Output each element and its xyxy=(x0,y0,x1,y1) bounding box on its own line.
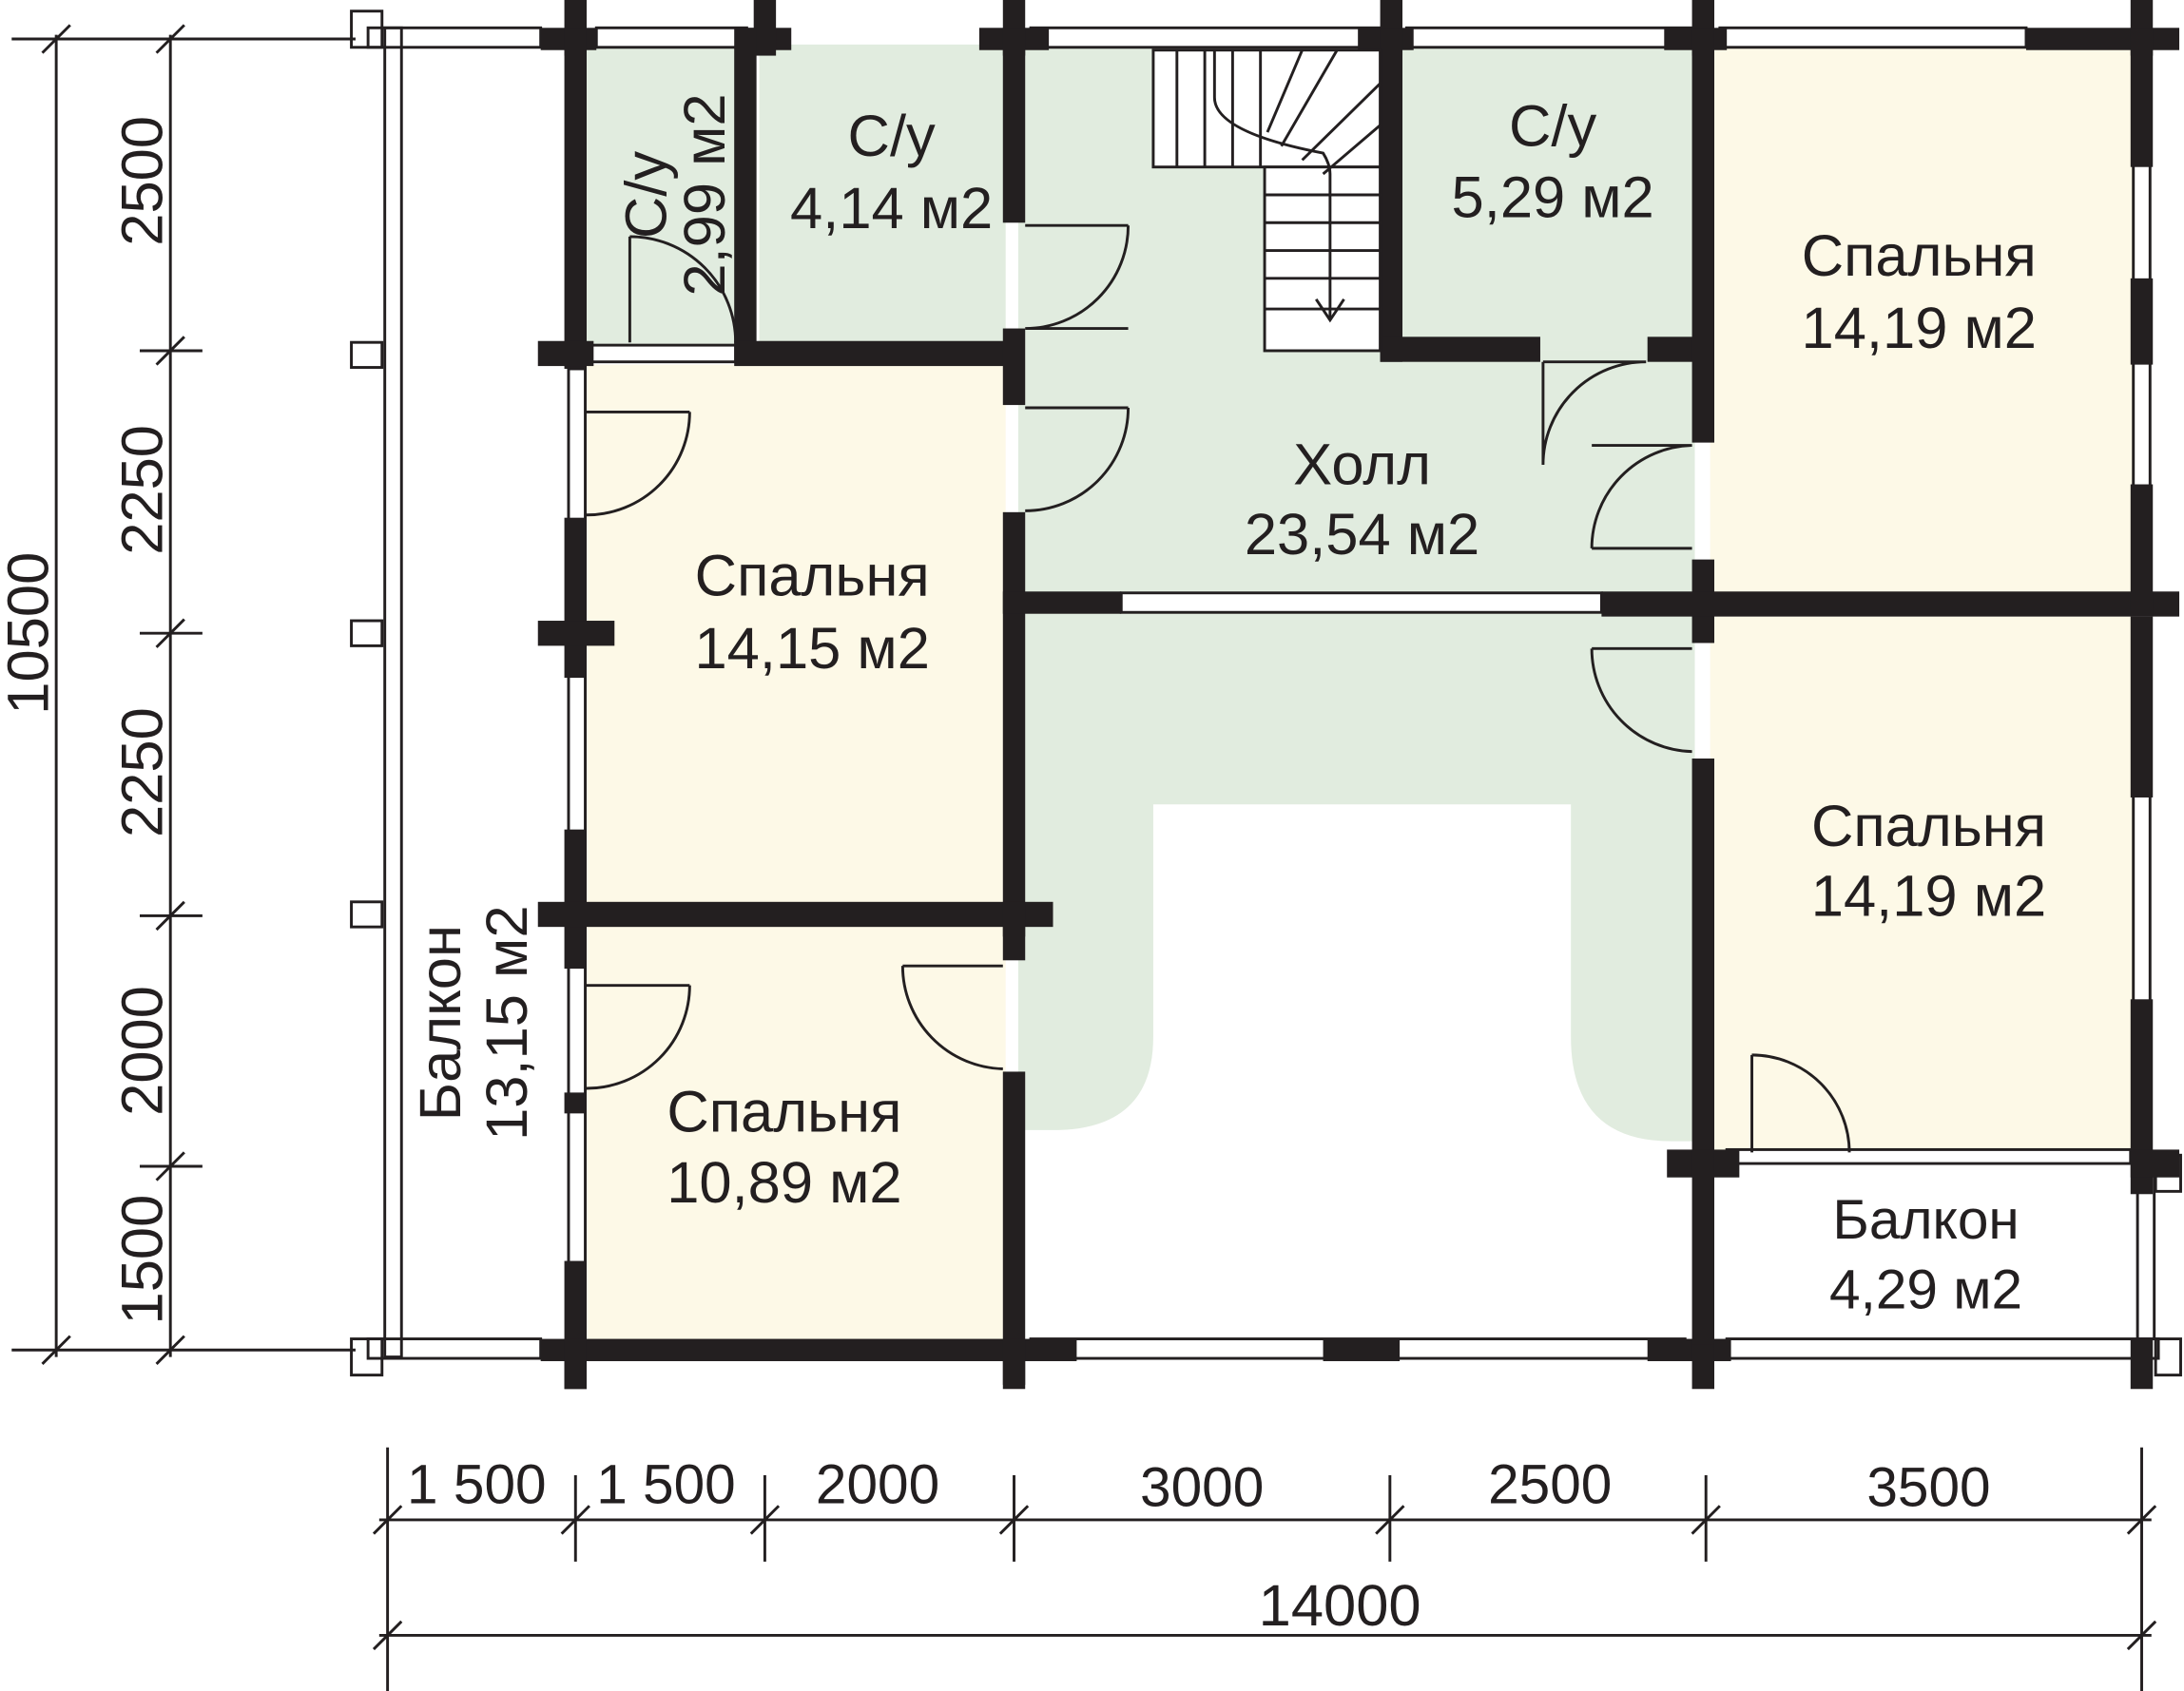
bed-right-fill xyxy=(1710,616,2136,1153)
door-bed-left xyxy=(586,410,691,517)
dim-v-3: 2250 xyxy=(109,707,175,837)
door-bed-top-right xyxy=(1590,444,1692,550)
bed-left-area: 14,15 м2 xyxy=(694,616,929,682)
dim-v-2: 2250 xyxy=(109,425,175,555)
hall-name: Холл xyxy=(1293,432,1431,498)
door-bed-bottom-left-hall xyxy=(900,964,1003,1070)
door-wc-mid xyxy=(1025,223,1131,331)
wc-small-area: 2,99 м2 xyxy=(672,93,738,296)
balcony-right-name: Балкон xyxy=(1832,1189,2019,1251)
bed-left-name: Спальня xyxy=(695,544,930,609)
door-balcony-right xyxy=(1750,1053,1851,1153)
staircase xyxy=(1151,48,1382,353)
wc-right-name: С/у xyxy=(1509,94,1596,160)
dim-h-2: 1 500 xyxy=(596,1453,736,1515)
dim-h-4: 3000 xyxy=(1140,1456,1264,1518)
dim-v-4: 2000 xyxy=(109,986,175,1116)
door-wc-small xyxy=(628,235,738,343)
window-hall-mid xyxy=(1119,591,1603,614)
dim-v-total: 10500 xyxy=(0,552,61,715)
dimension-lines xyxy=(11,24,2157,1691)
window-wc-bottom xyxy=(581,343,741,364)
dim-h-total: 14000 xyxy=(1259,1573,1421,1639)
bed-right-area: 14,19 м2 xyxy=(1811,863,2046,929)
dim-h-1: 1 500 xyxy=(407,1453,547,1515)
wc-small-fill xyxy=(578,44,745,344)
bed-top-right-fill xyxy=(1710,44,2136,595)
bed-bottom-left-name: Спальня xyxy=(667,1079,901,1144)
door-bed-left-hall xyxy=(1025,406,1131,512)
bed-top-right-name: Спальня xyxy=(1802,223,2037,289)
door-bed-bottom-left xyxy=(586,984,691,1090)
dim-v-1: 2500 xyxy=(109,116,175,246)
wc-right-area: 5,29 м2 xyxy=(1452,164,1654,230)
window-top-wc-right xyxy=(1404,26,1694,49)
wc-mid-area: 4,14 м2 xyxy=(790,176,993,241)
door-wc-right xyxy=(1541,360,1647,466)
room-fills xyxy=(578,44,2136,1341)
balcony-left-area: 13,15 м2 xyxy=(474,905,540,1140)
walls xyxy=(537,0,2180,1390)
dim-h-5: 2500 xyxy=(1488,1453,1612,1515)
dim-v-5: 1500 xyxy=(109,1195,175,1325)
bed-right-name: Спальня xyxy=(1811,794,2046,859)
dimension-labels: 2500 2250 2250 2000 1500 10500 1 500 1 5… xyxy=(0,116,1991,1639)
window-top-hall xyxy=(1029,26,1387,49)
balcony-left-name: Балкон xyxy=(408,925,474,1121)
window-top-bedroom xyxy=(1718,26,2028,49)
balcony-right-area: 4,29 м2 xyxy=(1829,1259,2022,1320)
door-bed-right xyxy=(1590,646,1692,754)
bed-left-fill xyxy=(578,364,1006,908)
dim-h-3: 2000 xyxy=(816,1453,939,1515)
room-labels: С/у 2,99 м2 С/у 4,14 м2 С/у 5,29 м2 Холл… xyxy=(408,93,2046,1320)
wc-right-fill xyxy=(1395,44,1695,351)
wc-small-name: С/у xyxy=(613,151,679,239)
bed-bottom-left-area: 10,89 м2 xyxy=(667,1150,901,1216)
window-top-wc xyxy=(594,26,748,49)
hall-area: 23,54 м2 xyxy=(1245,502,1479,567)
doors xyxy=(586,223,1851,1153)
window-balcony-right xyxy=(1725,1147,2133,1165)
bed-top-right-area: 14,19 м2 xyxy=(1802,296,2037,361)
wc-mid-name: С/у xyxy=(848,104,936,169)
balcony-railing-left xyxy=(350,10,543,1377)
bed-bottom-left-fill xyxy=(578,925,1006,1341)
dim-h-6: 3500 xyxy=(1866,1456,1990,1518)
wc-mid-fill xyxy=(759,44,1006,344)
